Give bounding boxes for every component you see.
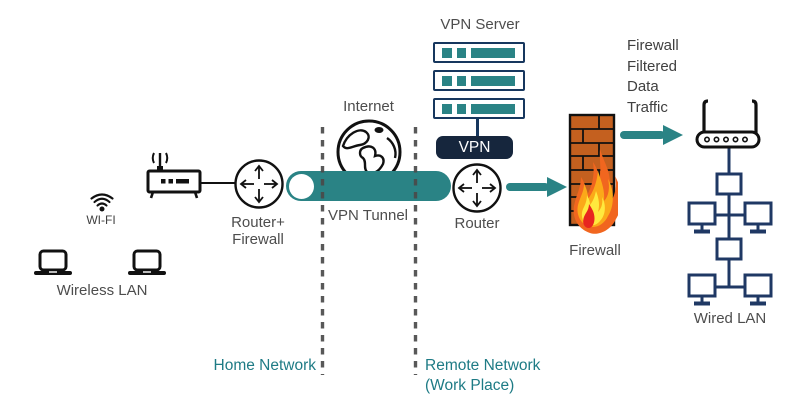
remote-zone-divider-line bbox=[413, 127, 418, 375]
wireless-lan-label: Wireless LAN bbox=[56, 282, 148, 299]
vpn-tunnel-label: VPN Tunnel bbox=[327, 207, 409, 224]
wifi-label: WI-FI bbox=[86, 213, 116, 227]
wired-router-icon bbox=[695, 99, 761, 149]
wired-lan-topology bbox=[687, 99, 773, 306]
vpn-badge: VPN bbox=[436, 136, 513, 159]
lan-hub-icon bbox=[715, 237, 743, 261]
firewall-filtered-traffic-label: Firewall Filtered Data Traffic bbox=[627, 37, 679, 116]
internet-label: Internet bbox=[343, 98, 394, 115]
lan-hub-icon bbox=[715, 172, 743, 196]
laptop-icon bbox=[34, 249, 72, 275]
vpn-server-unit-icon bbox=[433, 42, 525, 63]
vpn-server-label: VPN Server bbox=[440, 16, 520, 33]
home-network-zone-label: Home Network bbox=[213, 357, 317, 374]
router-to-firewall-arrow-icon bbox=[506, 177, 567, 197]
workstation-icons bbox=[687, 201, 773, 306]
remote-router-icon bbox=[452, 163, 502, 213]
firewall-to-lan-arrow-icon bbox=[620, 125, 683, 145]
firewall-icon bbox=[568, 113, 618, 234]
wired-lan-label: Wired LAN bbox=[693, 310, 767, 327]
remote-router-label: Router bbox=[454, 215, 500, 232]
server-vpn-connector bbox=[476, 119, 479, 137]
home-zone-divider-line bbox=[320, 127, 325, 375]
firewall-label: Firewall bbox=[569, 242, 621, 259]
remote-network-zone-label: Remote Network (Work Place) bbox=[425, 357, 541, 394]
vpn-server-unit-icon bbox=[433, 98, 525, 119]
vpn-server-unit-icon bbox=[433, 70, 525, 91]
vpn-tunnel-opening bbox=[288, 173, 314, 199]
home-router-firewall-label: Router+ Firewall bbox=[231, 214, 285, 248]
wifi-signal-icon bbox=[90, 193, 114, 212]
home-router-firewall-icon bbox=[234, 159, 284, 209]
laptop-icon bbox=[128, 249, 166, 275]
wireless-access-point-icon bbox=[146, 152, 202, 199]
vpn-tunnel bbox=[286, 171, 451, 201]
home-lan-cable bbox=[199, 182, 235, 185]
